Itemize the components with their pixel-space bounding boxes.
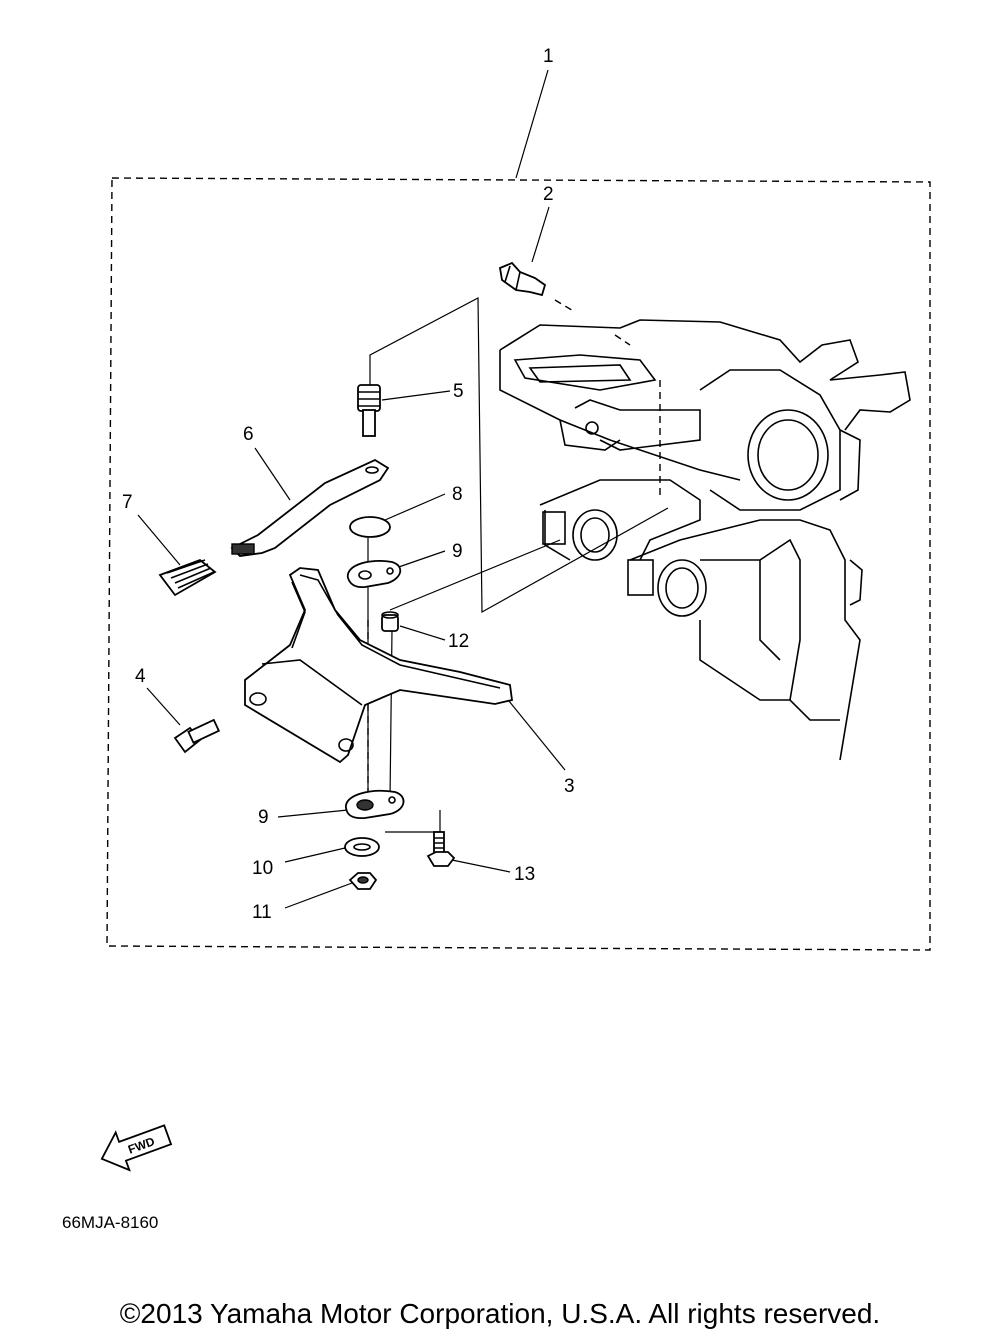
part-12-collar (381, 611, 399, 632)
part-9-plate-lower (345, 790, 405, 820)
part-3-bracket (244, 567, 513, 764)
part-10-washer (344, 837, 380, 857)
part-13-bolt (426, 831, 456, 867)
copyright-notice: ©2013 Yamaha Motor Corporation, U.S.A. A… (119, 1298, 881, 1329)
part-7-grip (158, 558, 217, 597)
part-4-bolt (173, 718, 221, 754)
part-2-grease-nipple (498, 261, 547, 297)
callout-2: 2 (543, 184, 554, 205)
callout-7: 7 (122, 492, 133, 513)
callout-12: 12 (448, 631, 469, 652)
callout-9-lower: 9 (258, 807, 269, 828)
callout-3: 3 (564, 776, 575, 797)
drawing-code: 66MJA-8160 (62, 1213, 158, 1232)
callout-1: 1 (543, 46, 554, 67)
callout-11: 11 (252, 902, 272, 923)
callout-6: 6 (243, 424, 254, 445)
callout-13: 13 (514, 864, 535, 885)
callout-8: 8 (452, 484, 463, 505)
part-6-lever (230, 458, 390, 557)
assembly-boundary (106, 177, 931, 951)
callout-5: 5 (453, 381, 464, 402)
part-9-plate-upper (347, 560, 402, 589)
part-8-washer (349, 516, 391, 538)
part-11-nut (348, 872, 378, 890)
leader-lines (137, 69, 669, 909)
part-5-pin (357, 384, 381, 437)
callout-4: 4 (135, 666, 146, 687)
engine-bracket-outline (499, 319, 911, 761)
fwd-arrow-icon: FWD (100, 1124, 173, 1172)
callout-9-upper: 9 (452, 541, 463, 562)
callout-10: 10 (252, 858, 273, 879)
